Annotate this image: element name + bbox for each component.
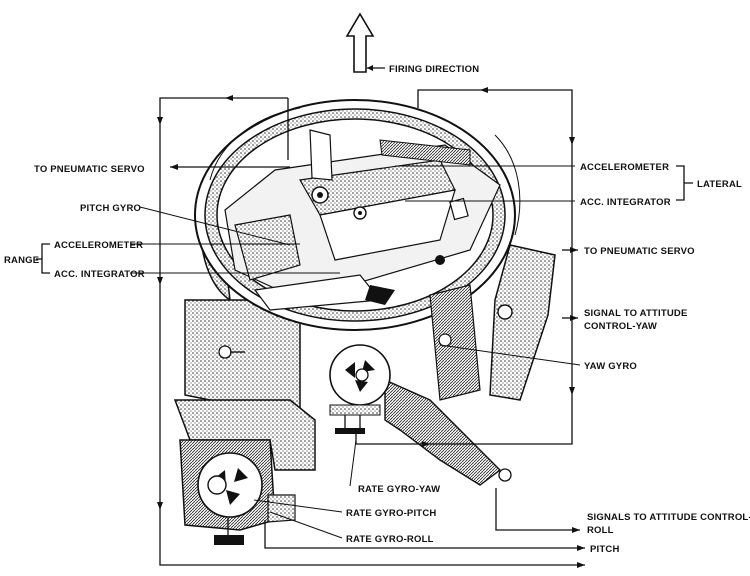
label-leaders xyxy=(130,165,581,539)
label-pitch: PITCH xyxy=(590,544,620,555)
firing-direction-arrow-icon xyxy=(345,12,375,73)
label-to-pneumatic-servo-left: TO PNEUMATIC SERVO xyxy=(34,164,145,175)
label-yaw-gyro: YAW GYRO xyxy=(584,361,637,372)
label-roll: ROLL xyxy=(587,525,614,536)
label-acc-integrator-range: ACC. INTEGRATOR xyxy=(54,269,145,280)
label-rate-gyro-roll: RATE GYRO-ROLL xyxy=(346,534,434,545)
label-signal-attitude-yaw-line1: SIGNAL TO ATTITUDE xyxy=(584,308,688,319)
label-signal-attitude-yaw-line2: CONTROL-YAW xyxy=(584,321,657,332)
label-pitch-gyro: PITCH GYRO xyxy=(80,203,141,214)
label-to-pneumatic-servo-right: TO PNEUMATIC SERVO xyxy=(584,246,695,257)
label-accelerometer-range: ACCELEROMETER xyxy=(54,240,143,251)
label-acc-integrator-lateral: ACC. INTEGRATOR xyxy=(580,197,671,208)
label-rate-gyro-pitch: RATE GYRO-PITCH xyxy=(346,508,436,519)
label-range: RANGE xyxy=(4,255,39,266)
label-accelerometer-lateral: ACCELEROMETER xyxy=(580,162,669,173)
label-lateral: LATERAL xyxy=(697,179,742,190)
label-firing-direction: FIRING DIRECTION xyxy=(389,64,479,75)
label-rate-gyro-yaw: RATE GYRO-YAW xyxy=(358,484,440,495)
label-signals-attitude-line1: SIGNALS TO ATTITUDE CONTROL- xyxy=(587,512,750,523)
